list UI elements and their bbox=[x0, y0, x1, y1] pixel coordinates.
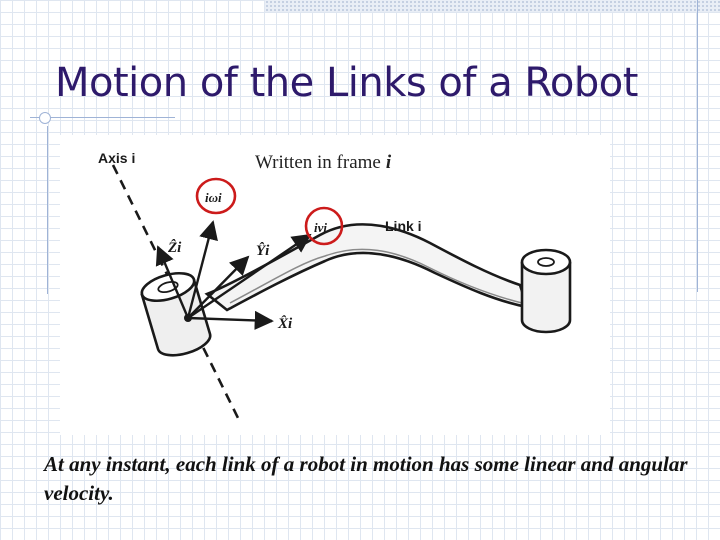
near-joint-hole bbox=[157, 280, 179, 294]
far-joint-top bbox=[520, 248, 572, 276]
frame-note-text: Written in frame bbox=[255, 152, 381, 173]
v-highlight-circle bbox=[304, 206, 344, 246]
decorative-horizontal-line bbox=[30, 117, 175, 118]
frame-note-symbol: i bbox=[385, 152, 392, 173]
frame-origin bbox=[184, 314, 192, 322]
linear-velocity-arrow bbox=[187, 233, 312, 319]
slide-caption: At any instant, each link of a robot in … bbox=[44, 452, 688, 505]
link-shading bbox=[229, 248, 523, 304]
axis-label: Axis i bbox=[98, 150, 135, 166]
y-hat-label: Ŷi bbox=[256, 242, 270, 259]
omega-highlight-circle bbox=[195, 177, 237, 215]
x-axis-arrow bbox=[187, 310, 274, 330]
near-joint-top bbox=[140, 271, 196, 303]
slide-title: Motion of the Links of a Robot bbox=[55, 60, 638, 106]
angular-velocity-arrow bbox=[186, 220, 218, 319]
v-label: iνi bbox=[314, 220, 327, 235]
z-hat-label: Ẑi bbox=[167, 239, 182, 256]
far-joint-cylinder bbox=[520, 262, 572, 334]
robot-link-diagram: Axis i Link i Ẑi Ŷi X̂i iωi iνi bbox=[98, 150, 572, 419]
link-label: Link i bbox=[385, 218, 422, 234]
decorative-vertical-line bbox=[697, 0, 698, 292]
x-hat-label: X̂i bbox=[277, 314, 293, 332]
decorative-vertical-line bbox=[47, 126, 48, 294]
decorative-top-band bbox=[265, 0, 720, 12]
link-body bbox=[204, 223, 529, 312]
decorative-circle bbox=[39, 112, 51, 124]
z-axis-arrow bbox=[155, 245, 190, 319]
y-axis-arrow bbox=[187, 255, 250, 319]
robot-link-figure: Axis i Link i Ẑi Ŷi X̂i iωi iνi bbox=[60, 135, 610, 435]
far-joint-hole bbox=[537, 257, 555, 267]
omega-label: iωi bbox=[205, 190, 222, 205]
